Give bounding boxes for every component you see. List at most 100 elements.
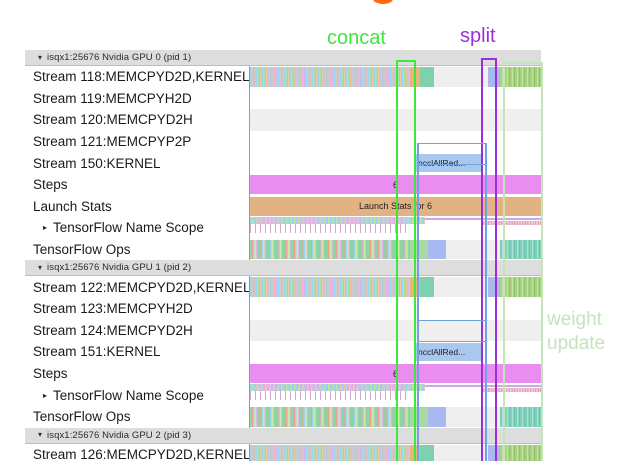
row-label[interactable]: ▸TensorFlow Name Scope (25, 217, 250, 239)
track-segment (425, 218, 541, 221)
track-segment (420, 444, 434, 461)
timeline-row[interactable]: Stream 122:MEMCPYD2D,KERNEL,MI (25, 276, 541, 298)
timeline-row[interactable]: Stream 151:KERNEL ncclAllRed... (25, 341, 541, 363)
expand-triangle-icon[interactable]: ▸ (43, 390, 48, 400)
group-header-label: isqx1:25676 Nvidia GPU 2 (pid 3) (47, 429, 192, 441)
track-segment (483, 387, 541, 392)
track-segment (250, 67, 410, 87)
row-track (250, 217, 541, 239)
timeline-row[interactable]: Stream 119:MEMCPYH2D (25, 87, 541, 110)
track-segment (434, 277, 488, 297)
track-segment (250, 391, 410, 401)
launch-stats-bar (250, 197, 541, 216)
timeline-row[interactable]: Stream 120:MEMCPYD2H (25, 109, 541, 131)
row-label-text: Stream 123:MEMCPYH2D (33, 301, 193, 317)
launch-stats-value: Launch Stats for 6 (358, 201, 433, 212)
annotation-label-concat: concat (327, 27, 386, 49)
track-segment (434, 67, 488, 87)
row-label[interactable]: TensorFlow Ops (25, 238, 250, 261)
row-label[interactable]: Stream 120:MEMCPYD2H (25, 109, 250, 131)
row-label[interactable]: Steps (25, 173, 250, 196)
row-track (250, 319, 541, 342)
timeline-row[interactable]: ▸ TensorFlow Name Scope (25, 384, 541, 406)
caret-icon: ▾ (38, 52, 43, 62)
timeline-row[interactable]: Stream 118:MEMCPYD2D,KERNEL,ME (25, 66, 541, 88)
group-header-1[interactable]: ▾isqx1:25676 Nvidia GPU 1 (pid 2) (25, 260, 541, 277)
row-label-text: TensorFlow Name Scope (53, 387, 204, 403)
row-track (250, 130, 541, 153)
row-label[interactable]: Launch Stats (25, 195, 250, 218)
timeline-row[interactable]: TensorFlow Ops (25, 405, 541, 428)
track-segment (410, 444, 420, 461)
row-track (250, 384, 541, 406)
row-track (250, 109, 541, 131)
row-track (250, 66, 541, 88)
timeline-row[interactable]: TensorFlow Ops (25, 238, 541, 261)
track-segment (250, 444, 410, 461)
timeline-row[interactable]: Stream 121:MEMCPYP2P (25, 130, 541, 153)
timeline-row[interactable]: ▸TensorFlow Name Scope (25, 217, 541, 239)
group-header-label: isqx1:25676 Nvidia GPU 1 (pid 2) (47, 262, 192, 274)
track-segment (500, 239, 541, 260)
row-label[interactable]: Stream 151:KERNEL (25, 341, 250, 363)
timeline-row[interactable]: Steps 6 (25, 362, 541, 385)
track-segment (410, 406, 428, 427)
track-segment (250, 110, 541, 130)
row-track (250, 443, 541, 461)
row-label[interactable]: Stream 126:MEMCPYD2D,KERNEL,MI (25, 443, 250, 461)
row-track: ncclAllRed... (250, 152, 541, 174)
row-label[interactable]: TensorFlow Ops (25, 405, 250, 428)
track-segment (250, 277, 410, 297)
row-label-text: Stream 122:MEMCPYD2D,KERNEL,MI (33, 279, 250, 295)
steps-value: 6 (392, 368, 398, 379)
row-label-text: Steps (33, 177, 68, 193)
track-segment (250, 224, 410, 234)
track-segment (483, 220, 541, 225)
row-track: 6 (250, 173, 541, 196)
track-segment (500, 444, 541, 461)
track-segment (428, 239, 446, 260)
timeline-row[interactable]: Stream 123:MEMCPYH2D (25, 297, 541, 320)
timeline-row[interactable]: Steps 6 (25, 173, 541, 196)
row-label[interactable]: Stream 123:MEMCPYH2D (25, 297, 250, 320)
group-header-0[interactable]: ▾isqx1:25676 Nvidia GPU 0 (pid 1) (25, 50, 541, 66)
annotation-label-split: split (460, 25, 496, 47)
nccl-allreduce-block: ncclAllRed... (414, 343, 483, 361)
track-segment (434, 444, 488, 461)
timeline-row[interactable]: Stream 124:MEMCPYD2H (25, 319, 541, 342)
group-header-2[interactable]: ▾isqx1:25676 Nvidia GPU 2 (pid 3) (25, 427, 541, 444)
orange-clipped-shape (373, 0, 393, 4)
row-label[interactable]: Stream 150:KERNEL (25, 152, 250, 174)
row-label[interactable]: ▸ TensorFlow Name Scope (25, 384, 250, 406)
row-track: ncclAllRed... (250, 341, 541, 363)
track-segment (410, 277, 420, 297)
track-segment (250, 239, 410, 260)
track-segment (488, 444, 500, 461)
track-segment (500, 67, 541, 87)
track-segment (250, 384, 425, 392)
row-label-text: Steps (33, 366, 68, 382)
track-segment (446, 406, 500, 427)
row-label[interactable]: Stream 118:MEMCPYD2D,KERNEL,ME (25, 66, 250, 88)
expand-triangle-icon[interactable]: ▸ (43, 223, 48, 233)
row-label-text: Stream 119:MEMCPYH2D (33, 90, 192, 106)
row-label[interactable]: Stream 124:MEMCPYD2H (25, 319, 250, 342)
steps-bar (250, 364, 541, 383)
row-label-text: Stream 121:MEMCPYP2P (33, 134, 192, 150)
row-label[interactable]: Stream 121:MEMCPYP2P (25, 130, 250, 153)
timeline-row[interactable]: Launch Stats Launch Stats for 6 (25, 195, 541, 218)
timeline-row[interactable]: Stream 126:MEMCPYD2D,KERNEL,MI (25, 443, 541, 461)
row-label-text: TensorFlow Ops (33, 242, 131, 258)
track-segment (420, 67, 434, 87)
row-label[interactable]: Stream 119:MEMCPYH2D (25, 87, 250, 110)
row-label[interactable]: Steps (25, 362, 250, 385)
track-segment (410, 67, 420, 87)
track-segment (250, 406, 410, 427)
row-label[interactable]: Stream 122:MEMCPYD2D,KERNEL,MI (25, 276, 250, 298)
row-label-text: Stream 151:KERNEL (33, 344, 161, 360)
steps-bar (250, 175, 541, 195)
track-segment (488, 67, 500, 87)
trace-timeline-panel[interactable]: ▾isqx1:25676 Nvidia GPU 0 (pid 1)Stream … (25, 50, 541, 461)
track-segment (446, 239, 500, 260)
